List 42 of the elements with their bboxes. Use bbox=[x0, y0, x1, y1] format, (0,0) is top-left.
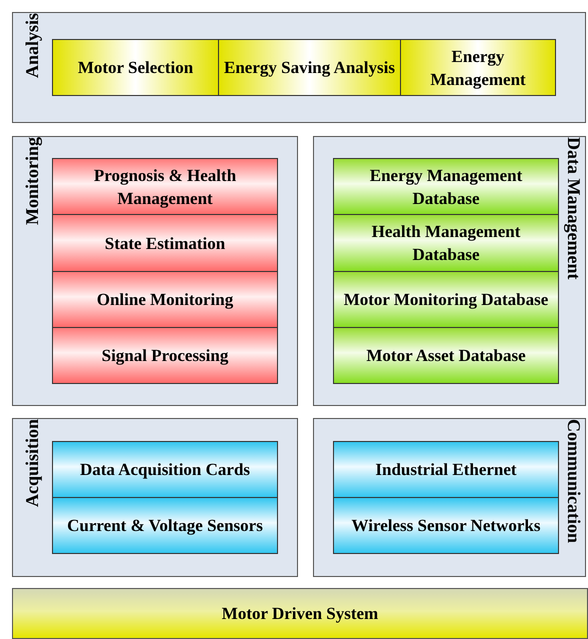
layer-title: Monitoring bbox=[23, 137, 41, 225]
box-label: Energy Saving Analysis bbox=[224, 57, 395, 79]
layer-title: Communication bbox=[565, 419, 583, 544]
function-box bbox=[52, 158, 278, 215]
function-box bbox=[52, 441, 278, 498]
function-box bbox=[52, 271, 278, 328]
function-box bbox=[400, 39, 556, 96]
function-box bbox=[333, 441, 559, 498]
database-box bbox=[333, 271, 559, 328]
box-label: Energy Management Database bbox=[368, 164, 524, 210]
box-label: Current & Voltage Sensors bbox=[67, 515, 263, 537]
box-label: Motor Driven System bbox=[222, 603, 378, 625]
box-label: Motor Asset Database bbox=[366, 345, 526, 367]
box-label: Industrial Ethernet bbox=[375, 459, 517, 481]
function-box bbox=[52, 214, 278, 272]
layer-panel bbox=[12, 418, 298, 577]
box-label: Motor Selection bbox=[78, 57, 194, 79]
box-label: Prognosis & Health Management bbox=[92, 164, 238, 210]
database-box bbox=[333, 214, 559, 272]
box-label: Energy Management bbox=[429, 46, 527, 90]
box-label: Health Management Database bbox=[370, 221, 522, 266]
function-box bbox=[52, 327, 278, 384]
database-box bbox=[333, 327, 559, 384]
function-box bbox=[218, 39, 401, 96]
system-bar bbox=[12, 588, 588, 639]
function-box bbox=[52, 497, 278, 554]
layer-title: Data Management bbox=[565, 137, 583, 280]
layer-title: Acquisition bbox=[23, 419, 41, 508]
database-box bbox=[333, 158, 559, 215]
box-label: Motor Monitoring Database bbox=[344, 289, 548, 311]
layer-panel bbox=[313, 418, 586, 577]
layer-title: Analysis bbox=[23, 13, 41, 78]
function-box bbox=[333, 497, 559, 554]
box-label: Data Acquisition Cards bbox=[80, 459, 250, 481]
function-box bbox=[52, 39, 219, 96]
box-label: Signal Processing bbox=[102, 345, 228, 367]
box-label: Online Monitoring bbox=[96, 289, 234, 311]
layer-panel bbox=[313, 136, 586, 406]
box-label: Wireless Sensor Networks bbox=[352, 515, 540, 537]
layer-panel bbox=[12, 12, 586, 123]
box-label: State Estimation bbox=[104, 232, 226, 254]
layer-panel bbox=[12, 136, 298, 406]
